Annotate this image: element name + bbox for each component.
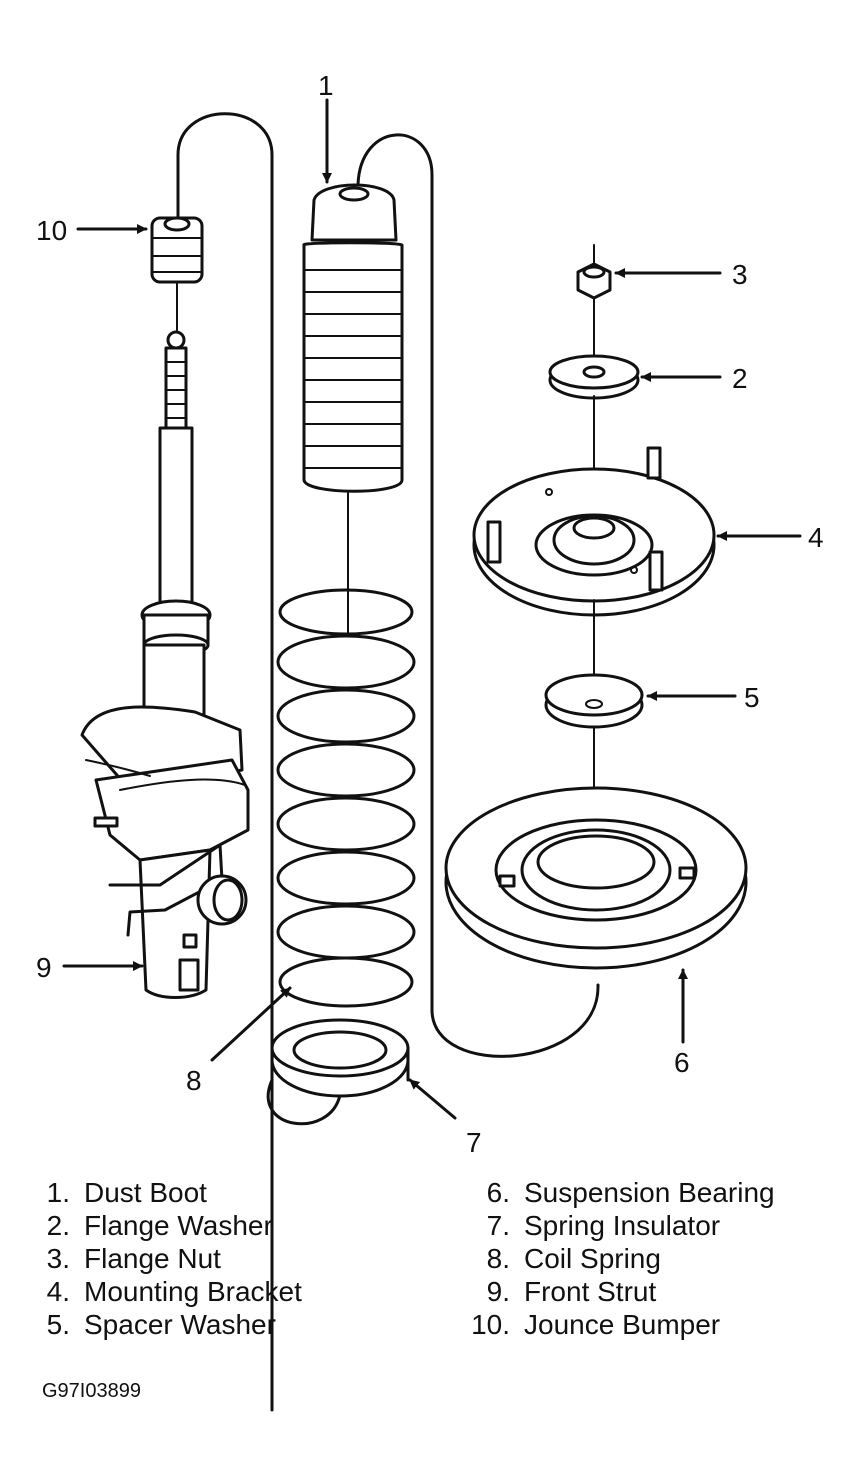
legend-right-column: 6.Suspension Bearing 7.Spring Insulator … — [460, 1176, 775, 1341]
legend-label: Dust Boot — [84, 1177, 207, 1208]
legend-item: 8. Coil Spring — [460, 1242, 775, 1275]
legend-label: Mounting Bracket — [84, 1276, 302, 1307]
legend-number: 4. — [46, 1276, 70, 1307]
legend-number: 1. — [46, 1177, 70, 1208]
arrow-7 — [408, 1078, 457, 1120]
flange-nut — [576, 244, 612, 300]
coil-spring — [276, 588, 416, 1008]
legend-item: 9. Front Strut — [460, 1275, 775, 1308]
legend-number: 3. — [46, 1243, 70, 1274]
legend-left-column: 1. Dust Boot 2. Flange Washer 3. Flange Nut… — [40, 1176, 302, 1341]
callout-3: 3 — [732, 259, 748, 290]
legend-number: 6. — [486, 1177, 510, 1208]
suspension-bearing — [444, 786, 748, 970]
legend-number: 5. — [46, 1309, 70, 1340]
legend-label: Flange Nut — [84, 1243, 221, 1274]
figure-code: G97I03899 — [42, 1380, 141, 1402]
callout-4: 4 — [808, 522, 824, 553]
assembly-line-center — [356, 133, 600, 1058]
legend-label: Spring Insulator — [524, 1210, 721, 1241]
legend-item: 10. Jounce Bumper — [460, 1308, 775, 1341]
arrow-8 — [210, 986, 292, 1062]
jounce-bumper — [150, 216, 204, 284]
legend-item: 2. Flange Washer — [40, 1209, 302, 1242]
legend-number: 10. — [471, 1309, 510, 1340]
legend-number: 8. — [486, 1243, 510, 1274]
legend-label: Jounce Bumper — [524, 1309, 721, 1340]
callout-1: 1 — [318, 70, 334, 101]
legend-item: 4. Mounting Bracket — [40, 1275, 302, 1308]
spacer-washer — [544, 673, 644, 729]
spring-insulator — [270, 1018, 410, 1098]
legend-label: Suspension Bearing — [524, 1177, 775, 1208]
dust-boot — [302, 183, 404, 493]
legend-label: Front Strut — [524, 1276, 657, 1307]
callout-2: 2 — [732, 363, 748, 394]
callout-5: 5 — [744, 682, 760, 713]
legend-item: 1. Dust Boot — [40, 1176, 302, 1209]
callout-9: 9 — [36, 952, 52, 983]
callout-6: 6 — [674, 1047, 690, 1078]
legend-item: 7. Spring Insulator — [460, 1209, 775, 1242]
front-strut — [80, 330, 250, 999]
flange-washer — [548, 354, 640, 400]
legend-item: 3. Flange Nut — [40, 1242, 302, 1275]
legend-label: Spacer Washer — [84, 1309, 276, 1340]
assembly-line-bottom — [266, 1078, 342, 1126]
callout-8: 8 — [186, 1065, 202, 1096]
callout-7: 7 — [466, 1127, 482, 1158]
legend-number: 9. — [486, 1276, 510, 1307]
legend-item: 5. Spacer Washer — [40, 1308, 302, 1341]
mounting-bracket — [472, 446, 716, 617]
legend-item: 6. Suspension Bearing — [460, 1176, 775, 1209]
assembly-line-left — [176, 112, 274, 1412]
legend-label: Flange Washer — [84, 1210, 273, 1241]
legend-number: 2. — [46, 1210, 70, 1241]
callout-10: 10 — [36, 215, 67, 246]
legend-label: Coil Spring — [524, 1243, 661, 1274]
legend-number: 7. — [486, 1210, 510, 1241]
